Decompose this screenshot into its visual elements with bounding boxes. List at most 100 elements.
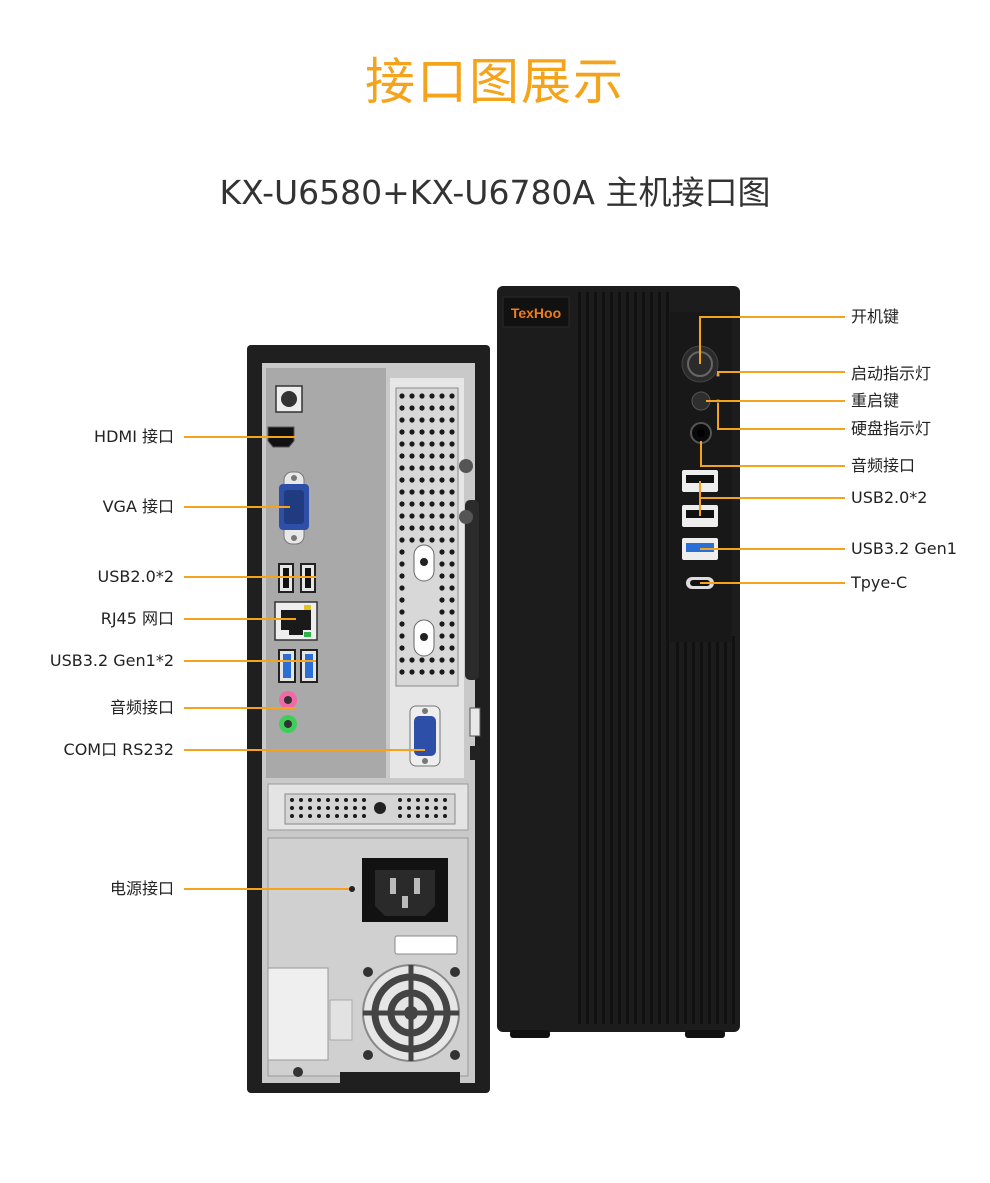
vent-hole [409, 513, 415, 519]
vent-hole [449, 657, 455, 663]
vent-hole [299, 806, 303, 810]
label-rear-usb2: USB2.0*2 [97, 567, 174, 586]
front-groove [716, 636, 719, 1024]
vent-hole [399, 525, 405, 531]
vent-hole [449, 465, 455, 471]
vent-hole [449, 645, 455, 651]
vent-hole [399, 465, 405, 471]
vent-hole [419, 477, 425, 483]
vent-hole [429, 657, 435, 663]
vent-hole [399, 501, 405, 507]
vent-hole [439, 573, 445, 579]
label-power-socket: 电源接口 [109, 879, 174, 898]
vent-hole [362, 814, 366, 818]
vent-hole [429, 525, 435, 531]
com-port [409, 705, 441, 767]
vent-hole [416, 814, 420, 818]
vent-hole [434, 806, 438, 810]
vent-hole [449, 417, 455, 423]
vent-hole [443, 814, 447, 818]
vent-hole [439, 549, 445, 555]
vent-hole [399, 597, 405, 603]
label-power-led: 启动指示灯 [851, 364, 932, 383]
front-groove [724, 636, 727, 1024]
vent-hole [353, 798, 357, 802]
vent-hole [449, 489, 455, 495]
label-front-audio: 音频接口 [851, 456, 916, 475]
vent-hole [326, 806, 330, 810]
vent-hole [407, 806, 411, 810]
vent-hole [419, 537, 425, 543]
label-rear-usb3: USB3.2 Gen1*2 [49, 651, 174, 670]
vent-hole [399, 621, 405, 627]
vent-hole [419, 429, 425, 435]
vent-hole [419, 405, 425, 411]
vent-hole [443, 806, 447, 810]
vent-hole [317, 814, 321, 818]
vent-hole [429, 429, 435, 435]
label-front-usb3: USB3.2 Gen1 [851, 539, 957, 558]
label-reset-button: 重启键 [851, 391, 900, 410]
vent-hole [439, 465, 445, 471]
vent-hole [335, 798, 339, 802]
vent-hole [344, 814, 348, 818]
vent-hole [409, 465, 415, 471]
vent-hole [419, 465, 425, 471]
vent-hole [439, 393, 445, 399]
vent-hole [429, 405, 435, 411]
sticker [267, 967, 329, 1061]
vent-hole [399, 405, 405, 411]
vent-hole [434, 814, 438, 818]
vent-hole [398, 798, 402, 802]
vent-hole [399, 453, 405, 459]
vent-hole [439, 669, 445, 675]
vent-hole [419, 417, 425, 423]
front-groove [602, 292, 605, 1024]
label-hdd-led: 硬盘指示灯 [851, 419, 932, 438]
vent-hole [335, 814, 339, 818]
front-groove [692, 636, 695, 1024]
vent-hole [419, 669, 425, 675]
vent-hole [443, 798, 447, 802]
front-groove [650, 292, 653, 1024]
vent-hole [399, 441, 405, 447]
vent-hole [409, 525, 415, 531]
fan-grill-icon [362, 964, 460, 1062]
vent-hole [429, 501, 435, 507]
vent-hole [439, 429, 445, 435]
vent-hole [449, 525, 455, 531]
vent-hole [425, 798, 429, 802]
label-power-button: 开机键 [851, 307, 900, 326]
vent-hole [399, 549, 405, 555]
label-hdmi: HDMI 接口 [94, 427, 174, 446]
vent-hole [399, 489, 405, 495]
front-grooves [578, 292, 735, 1024]
brand-logo: TexHoo [511, 305, 561, 321]
vent-hole [429, 465, 435, 471]
vent-hole [429, 537, 435, 543]
vent-hole [439, 513, 445, 519]
vent-hole [399, 585, 405, 591]
vent-hole [419, 489, 425, 495]
vent-hole [419, 453, 425, 459]
vent-hole [449, 393, 455, 399]
front-chassis: TexHoo [497, 286, 740, 1038]
vent-hole [425, 814, 429, 818]
vent-hole [398, 814, 402, 818]
vent-hole [449, 453, 455, 459]
label-rj45: RJ45 网口 [100, 609, 174, 628]
vent-hole [344, 806, 348, 810]
vent-hole [449, 573, 455, 579]
vent-hole [362, 806, 366, 810]
vent-hole [449, 585, 455, 591]
vent-hole [449, 669, 455, 675]
vent-hole [399, 417, 405, 423]
vent-hole [399, 657, 405, 663]
vent-hole [439, 633, 445, 639]
vent-hole [416, 798, 420, 802]
vent-hole [409, 477, 415, 483]
rear-audio-jacks [279, 691, 297, 733]
vent-hole [399, 513, 405, 519]
front-groove [618, 292, 621, 1024]
